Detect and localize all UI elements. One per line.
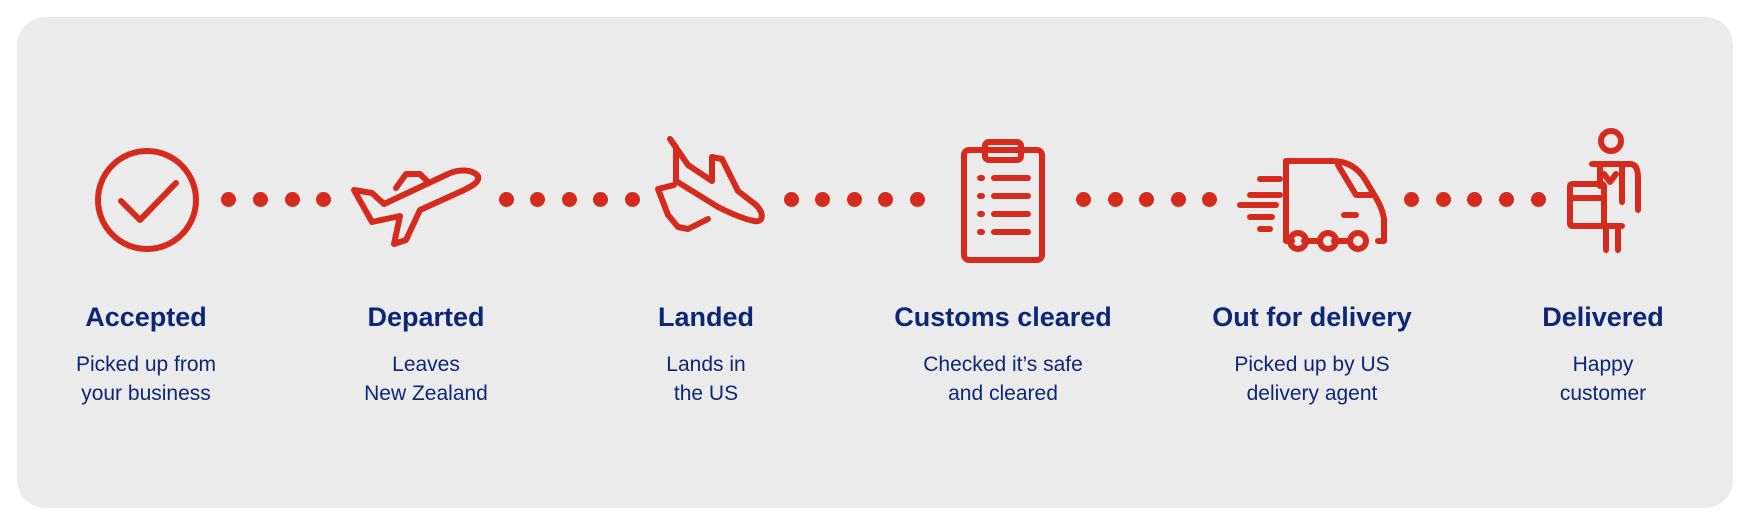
connector-dot (847, 192, 862, 207)
connector-dot (784, 192, 799, 207)
connector-dot (316, 192, 331, 207)
connector-dot (1436, 192, 1451, 207)
connector-dot (910, 192, 925, 207)
connector-dot (1499, 192, 1514, 207)
connector-dot (562, 192, 577, 207)
check-circle-icon (95, 148, 199, 252)
connector-dot (285, 192, 300, 207)
connector-dot (253, 192, 268, 207)
connector-dot (815, 192, 830, 207)
step-desc-out-for-delivery: Picked up by US delivery agent (1234, 353, 1390, 405)
connector-dot (593, 192, 608, 207)
connector-dot (530, 192, 545, 207)
step-desc-accepted: Picked up from your business (75, 353, 217, 405)
step-desc-landed: Lands in the US (666, 353, 746, 405)
connector-dot (1202, 192, 1217, 207)
step-title-customs-cleared: Customs cleared (894, 302, 1112, 332)
connector-dot (1404, 192, 1419, 207)
plane-landing-icon (655, 136, 765, 232)
connector-dot (1108, 192, 1123, 207)
connector-dot (221, 192, 236, 207)
step-title-delivered: Delivered (1542, 302, 1664, 332)
plane-takeoff-icon (351, 167, 482, 247)
step-title-accepted: Accepted (85, 302, 207, 332)
connector-dot (1076, 192, 1091, 207)
connector-dot (499, 192, 514, 207)
step-title-landed: Landed (657, 302, 754, 332)
tracking-panel (17, 17, 1733, 508)
connector-dot (625, 192, 640, 207)
step-title-out-for-delivery: Out for delivery (1212, 302, 1412, 332)
connector-dot (1139, 192, 1154, 207)
person-receiving-parcel-icon (1567, 128, 1641, 253)
step-desc-delivered: Happy customer (1559, 353, 1647, 405)
clipboard-list-icon (961, 139, 1045, 263)
step-desc-customs-cleared: Checked it’s safe and cleared (923, 353, 1083, 405)
step-desc-departed: Leaves New Zealand (364, 353, 488, 405)
connector-dot (1467, 192, 1482, 207)
connector-dot (878, 192, 893, 207)
connector-dot (1531, 192, 1546, 207)
step-title-departed: Departed (367, 302, 485, 332)
connector-dot (1171, 192, 1186, 207)
delivery-truck-icon (1237, 158, 1387, 252)
